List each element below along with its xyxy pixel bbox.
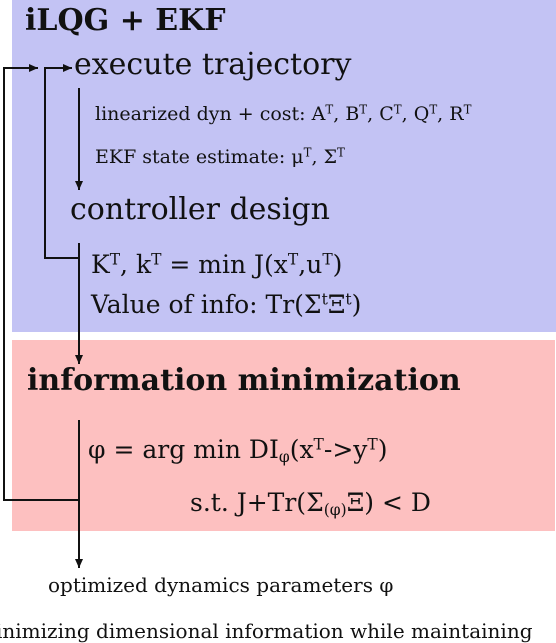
ekf-term-mu: μ	[291, 146, 304, 168]
ilqg-ekf-panel	[12, 0, 556, 332]
gain-equation: KT, kT = min J(xT,uT)	[91, 250, 343, 279]
ilqg-ekf-title: iLQG + EKF	[25, 3, 226, 38]
lin-term-q: Q	[413, 103, 430, 125]
lin-term-c: C	[379, 103, 394, 125]
value-of-info-equation: Value of info: Tr(ΣtΞt)	[91, 290, 362, 319]
ekf-state-estimate-label: EKF state estimate: μT, ΣT	[95, 145, 345, 168]
lin-term-b: B	[345, 103, 360, 125]
lin-term-r: R	[449, 103, 464, 125]
information-minimization-panel	[12, 340, 555, 531]
linearized-dynamics-label: linearized dyn + cost: AT, BT, CT, QT, R…	[95, 102, 472, 125]
controller-design-label: controller design	[70, 192, 330, 227]
phi-argmin-equation: φ = arg min DIφ(xT->yT)	[88, 435, 388, 466]
constraint-equation: s.t. J+Tr(Σ(φ)Ξ) < D	[190, 488, 431, 519]
execute-trajectory-label: execute trajectory	[74, 47, 352, 82]
ekf-term-sigma: Σ	[323, 146, 338, 168]
information-minimization-title: information minimization	[27, 363, 461, 398]
cut-off-caption-text: inimizing dimensional information while …	[0, 619, 533, 643]
output-caption: optimized dynamics parameters φ	[48, 573, 394, 597]
lin-term-a: A	[311, 103, 326, 125]
